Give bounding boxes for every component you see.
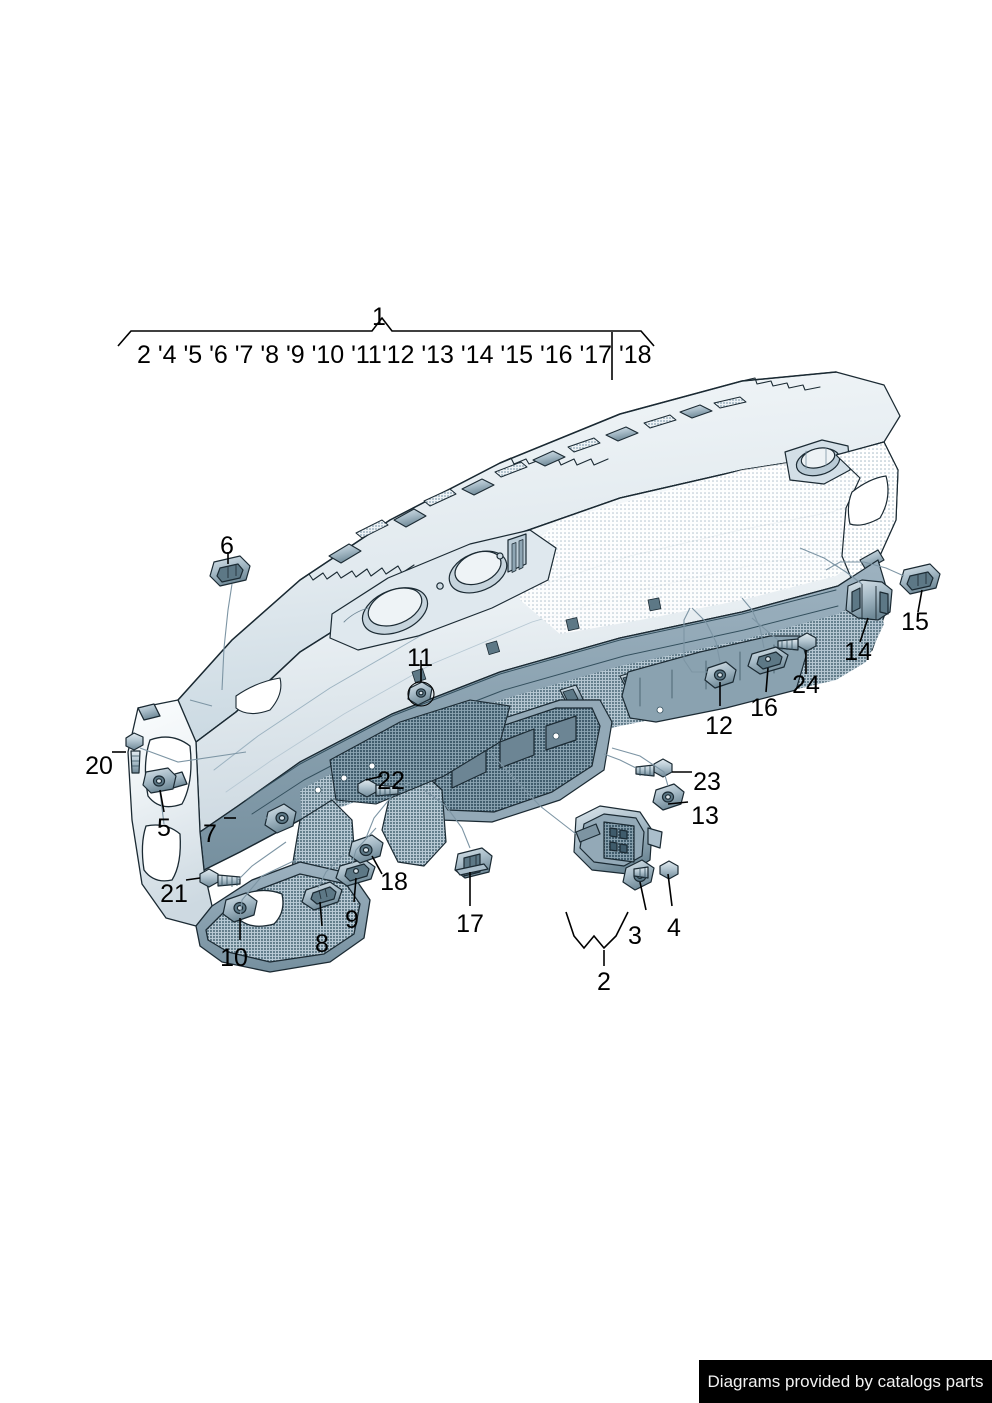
callout-label-17: 17 bbox=[456, 910, 484, 938]
callout-label-18: 18 bbox=[380, 868, 408, 896]
callout-label-2: 2 bbox=[597, 968, 611, 996]
part-17-bracket bbox=[454, 847, 493, 879]
callout-label-13: 13 bbox=[691, 802, 719, 830]
callout-label-3: 3 bbox=[628, 922, 642, 950]
part-5-clip bbox=[142, 767, 177, 794]
callout-label-14: 14 bbox=[844, 638, 872, 666]
part-7-nut bbox=[264, 803, 297, 834]
callout-label-7: 7 bbox=[203, 820, 217, 848]
part-11-nut bbox=[407, 681, 435, 707]
part-21-bolt bbox=[199, 868, 241, 888]
callout-stems bbox=[112, 332, 923, 940]
part-8-clip bbox=[301, 881, 343, 911]
callout-label-21: 21 bbox=[160, 880, 188, 908]
part-9-clip bbox=[335, 858, 376, 887]
part-13-clip bbox=[652, 783, 685, 811]
callout-label-22: 22 bbox=[377, 767, 405, 795]
bracket-part-1 bbox=[117, 316, 655, 347]
part-10-clip bbox=[222, 892, 258, 923]
part-24-bolt bbox=[777, 632, 817, 652]
part-18-clip bbox=[348, 834, 384, 864]
watermark-text: Diagrams provided by catalogs parts bbox=[707, 1371, 984, 1391]
callout-label-1: 1 bbox=[372, 303, 386, 331]
callout-label-4: 4 bbox=[667, 914, 681, 942]
part-23-bolt bbox=[635, 758, 673, 778]
callout-label-20: 20 bbox=[85, 752, 113, 780]
callout-labels: 1 2 3 4 5 6 7 8 9 10 11 12 13 14 15 16 1… bbox=[85, 303, 929, 996]
part-6-clip bbox=[209, 555, 251, 587]
callout-label-23: 23 bbox=[693, 768, 721, 796]
callout-label-12: 12 bbox=[705, 712, 733, 740]
callout-label-11: 11 bbox=[407, 644, 433, 672]
callout-label-9: 9 bbox=[345, 906, 359, 934]
part-16-clip bbox=[747, 646, 789, 675]
part-22-bolt bbox=[357, 778, 399, 798]
bracket-part-2 bbox=[565, 911, 629, 966]
leader-lines bbox=[139, 547, 905, 921]
part-2-module bbox=[573, 805, 663, 875]
bracket-parts-list: 2 '4 '5 '6 '7 '8 '9 '10 '11'12 '13 '14 '… bbox=[137, 341, 652, 369]
callout-label-8: 8 bbox=[315, 930, 329, 958]
part-15-clip bbox=[899, 563, 941, 595]
callout-label-5: 5 bbox=[157, 814, 171, 842]
part-14-clip bbox=[845, 579, 893, 621]
part-12-clip bbox=[704, 661, 737, 689]
watermark-banner: Diagrams provided by catalogs parts bbox=[699, 1360, 992, 1403]
part-4-bolt bbox=[633, 860, 679, 880]
callout-label-6: 6 bbox=[220, 532, 234, 560]
callout-label-24: 24 bbox=[792, 671, 820, 699]
part-20-bolt bbox=[125, 732, 144, 774]
callout-label-10: 10 bbox=[220, 944, 248, 972]
callout-label-16: 16 bbox=[750, 694, 778, 722]
callout-label-15: 15 bbox=[901, 608, 929, 636]
